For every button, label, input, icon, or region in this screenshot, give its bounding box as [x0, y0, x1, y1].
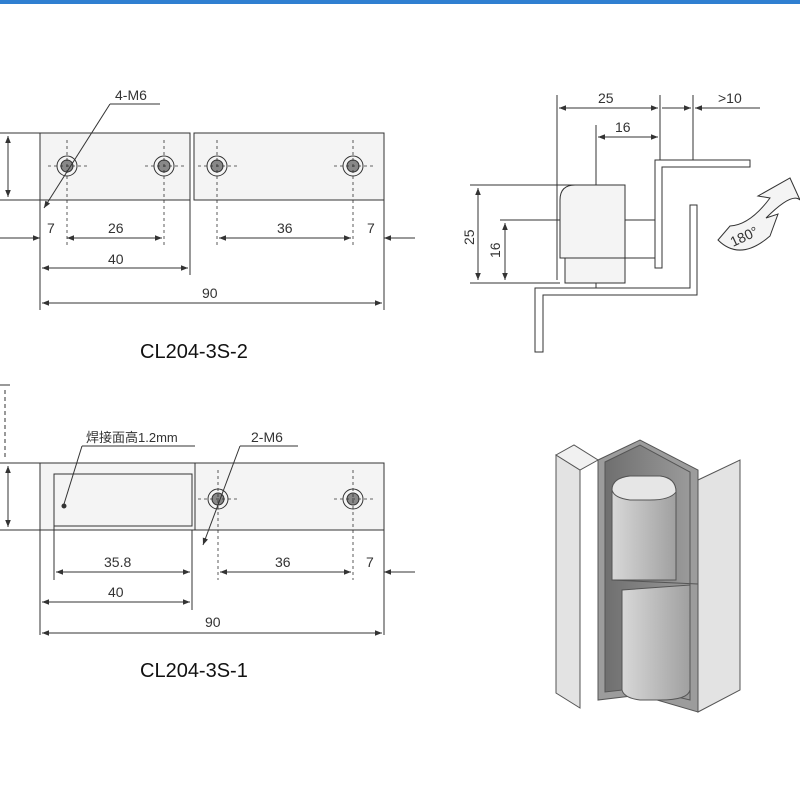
upper-bracket: [654, 159, 751, 269]
hinge-pin-block: [564, 257, 626, 284]
top-dim-90: 90: [202, 285, 218, 301]
bottom-caption: CL204-3S-1: [140, 660, 248, 682]
side-dim-25-left: 25: [461, 229, 477, 245]
top-dim-26: 26: [108, 220, 124, 236]
lower-bracket: [534, 204, 698, 353]
top-dim-36: 36: [277, 220, 293, 236]
hinge-isometric-icon: [555, 439, 741, 713]
top-plate-drawing: [0, 103, 415, 310]
side-view-drawing: [470, 95, 760, 353]
top-hole-callout: 4-M6: [115, 87, 147, 103]
hinge-knuckle: [559, 184, 626, 259]
weld-area: [53, 473, 193, 527]
weld-surface-note: 焊接面高1.2mm: [86, 430, 178, 445]
side-dim-16-top: 16: [615, 119, 631, 135]
bottom-dim-40: 40: [108, 584, 124, 600]
bottom-dim-36: 36: [275, 554, 291, 570]
bottom-hole-callout: 2-M6: [251, 429, 283, 445]
top-dim-40: 40: [108, 251, 124, 267]
weld-point: [61, 503, 67, 509]
side-dim-16-left: 16: [487, 242, 503, 258]
bottom-dim-35-8: 35.8: [104, 554, 131, 570]
top-dim-7-left: 7: [47, 220, 55, 236]
top-accent-bar: [0, 0, 800, 4]
bottom-dim-7: 7: [366, 554, 374, 570]
side-dim-gt10: >10: [718, 90, 742, 106]
top-dim-7-right: 7: [367, 220, 375, 236]
top-caption: CL204-3S-2: [140, 341, 248, 363]
bottom-plate-drawing: [0, 384, 415, 636]
curved-arrow-icon: [717, 177, 800, 251]
side-dim-25-top: 25: [598, 90, 614, 106]
bottom-dim-90: 90: [205, 614, 221, 630]
